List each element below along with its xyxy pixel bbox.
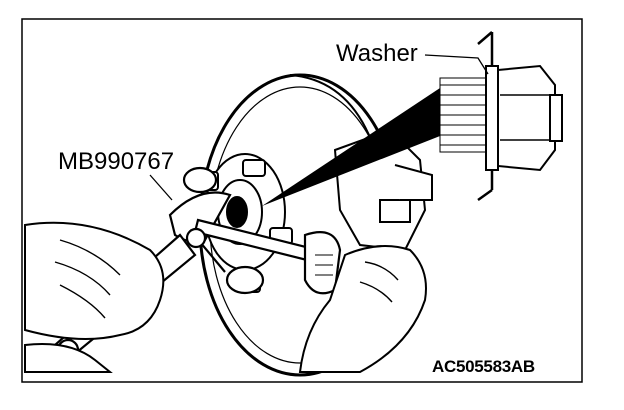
special-tool-label: MB990767 — [58, 148, 175, 175]
figure-code-label: AC505583AB — [432, 357, 535, 376]
leader-lines — [149, 54, 489, 201]
washer-label: Washer — [336, 40, 418, 67]
figure-frame — [21, 18, 583, 383]
washer-detail-inset — [439, 31, 563, 202]
technician-hands — [24, 221, 427, 373]
brake-caliper — [333, 128, 433, 252]
magnification-wedge — [262, 88, 440, 206]
torque-wrench — [185, 218, 342, 295]
